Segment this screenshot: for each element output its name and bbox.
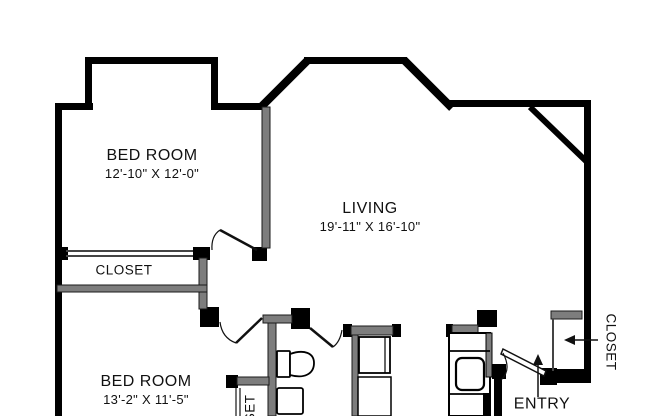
toilet-bowl-icon (289, 350, 315, 378)
wall-bed1-top-right (211, 103, 264, 110)
bedroom1-name: BED ROOM (106, 147, 198, 164)
appliance-right-wall (485, 332, 493, 378)
callout-arrows (533, 335, 598, 397)
interior-walls (56, 106, 583, 416)
entry-closet-label: CLOSET (603, 313, 619, 371)
hall-wall-end-block (200, 307, 219, 327)
bathroom-vanity-icon (276, 387, 304, 415)
bathroom-fixtures (276, 350, 315, 415)
wall-bath-west (267, 322, 277, 416)
doors (211, 228, 547, 381)
wall-right (584, 100, 591, 372)
wall-bath-north (262, 314, 293, 324)
wall-bed2-closet-top (236, 376, 270, 386)
living-dims: 19'-11" X 16'-10" (319, 219, 421, 234)
wall-corner-chamfer (527, 104, 590, 165)
bath-door-jamb-cap (343, 324, 352, 337)
kitchen-fixtures (357, 332, 493, 416)
kitchen-stub-block (477, 310, 497, 327)
closet-left-label: CLOSET (95, 262, 153, 278)
wall-bay-top (85, 57, 218, 64)
bedroom2-name: BED ROOM (100, 373, 192, 390)
wall-bay-right (211, 57, 218, 110)
bed2-closet-corner-block (226, 375, 238, 388)
bed2-door-arc (219, 321, 237, 344)
thin-partitions (66, 250, 554, 416)
living-name: LIVING (342, 200, 398, 217)
bath-door-hinge-block (291, 308, 310, 329)
wall-upper-right (448, 100, 591, 107)
wall-entry-left (494, 377, 502, 416)
wall-bay-left (85, 57, 92, 110)
slider-cap-left (57, 247, 68, 260)
slider-cap-right (193, 247, 210, 260)
wall-diagonal-left (257, 57, 311, 111)
entry-arrow-head (533, 354, 543, 365)
bedroom1-dims: 12'-10" X 12'-0" (104, 166, 200, 181)
living-label: LIVING 19'-11" X 16'-10" (320, 199, 421, 235)
sink-basin-icon (454, 356, 486, 392)
entry-closet-top-bar (550, 310, 583, 320)
wall-hall-west (198, 257, 208, 310)
bedroom2-closet-label: CLOSET (243, 394, 258, 416)
counter-cap-right (392, 324, 401, 337)
closet-arrow-head (564, 335, 575, 345)
exterior-walls (55, 57, 591, 416)
entry-label: ENTRY (513, 395, 571, 413)
kitchen-counter-bar (350, 325, 394, 336)
kitchen-cabinet-lower (357, 376, 392, 416)
bed1-door-leaf (219, 228, 258, 252)
appliance-cap-left (446, 324, 453, 337)
wall-topleft-shelf (55, 103, 93, 110)
toilet-tank-icon (276, 350, 291, 378)
bath-door-leaf (309, 327, 334, 348)
entry-left-jamb-block (492, 364, 506, 379)
bedroom1-label: BED ROOM 12'-10" X 12'-0" (105, 146, 199, 182)
appliance-top-bar (451, 324, 479, 334)
bed1-door-arc (211, 229, 221, 251)
appliance-right-wall-lower (483, 393, 491, 416)
wall-closet-bottom (56, 284, 208, 293)
bath-door-arc (332, 329, 343, 348)
bed2-door-leaf (235, 317, 263, 344)
entry-door-leaf (500, 347, 547, 378)
wall-living-top (304, 57, 407, 64)
entry-door-arc (500, 352, 508, 381)
bedroom2-dims: 13'-2" X 11'-5" (103, 392, 189, 407)
kitchen-divider-wall (351, 334, 359, 416)
wall-diagonal-right (401, 57, 455, 111)
bedroom2-label: BED ROOM 13'-2" X 11'-5" (100, 372, 191, 408)
wall-caps (57, 247, 497, 388)
wall-bed1-living (261, 106, 271, 249)
